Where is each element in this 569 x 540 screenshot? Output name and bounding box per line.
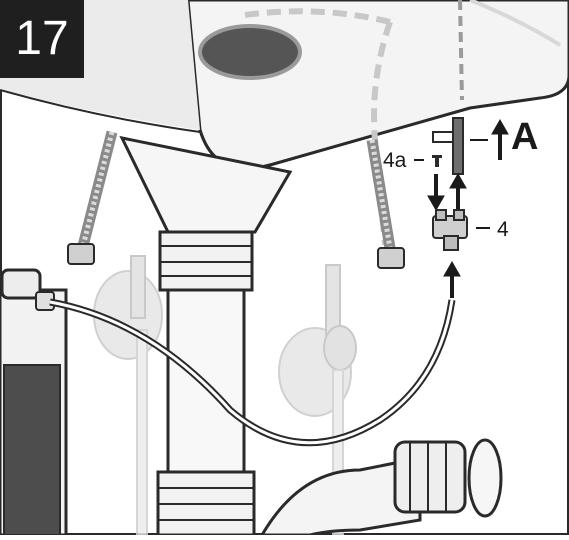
p-trap [259, 438, 503, 537]
drain-hole [198, 24, 302, 80]
braided-hose-left [67, 130, 118, 265]
braided-hose-right [366, 139, 405, 269]
water-filter [0, 268, 68, 537]
label-4a: 4a [383, 149, 407, 172]
label-4: 4 [497, 218, 509, 241]
arrow-up-tube [443, 260, 461, 298]
clip-4a [432, 155, 442, 167]
step-number-badge: 17 [0, 0, 84, 78]
y-connector [432, 209, 468, 251]
arrow-up-a [491, 118, 509, 160]
label-a: A [511, 116, 539, 158]
sink-basin [0, 0, 569, 246]
arrow-up-pipe [449, 172, 467, 210]
shutoff-valve-left [93, 255, 163, 536]
shutoff-valve-right [278, 264, 357, 536]
arrow-down-4a [427, 174, 445, 212]
